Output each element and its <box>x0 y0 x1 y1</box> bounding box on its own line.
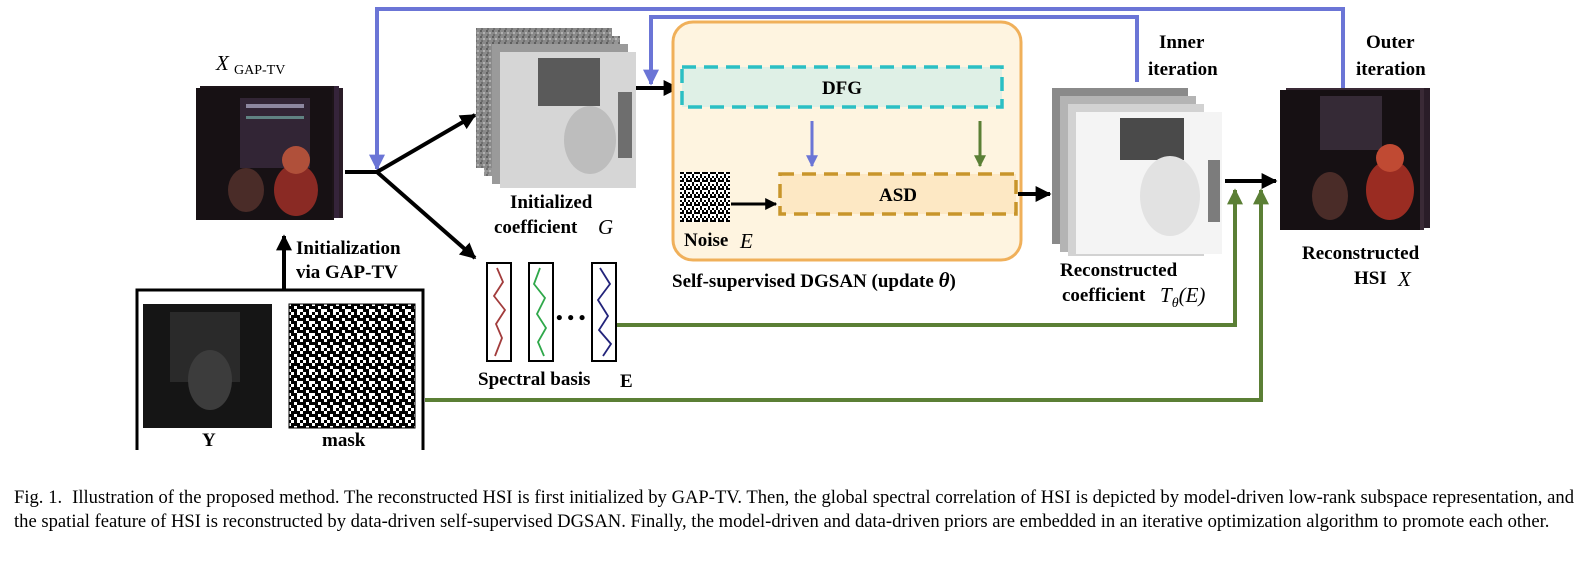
coefficient-label-line2: coefficient <box>494 217 578 238</box>
hsi-label-line1: Reconstructed <box>1302 243 1420 264</box>
init-label-line1: Initialization <box>296 238 401 259</box>
method-diagram: X GAP-TV Initialization via GAP-TV Y mas… <box>135 7 1430 450</box>
coefficient-label-line1: Initialized <box>510 192 593 213</box>
reconstructed-coefficient-stack <box>1052 88 1222 256</box>
figure-caption: Fig. 1.Illustration of the proposed meth… <box>14 486 1574 534</box>
asd-block <box>778 172 1018 216</box>
caption-text: Illustration of the proposed method. The… <box>14 487 1574 532</box>
dfg-block <box>680 65 1004 109</box>
xgap-subscript: GAP-TV <box>234 63 285 78</box>
spectral-basis <box>486 262 617 362</box>
coefficient-symbol: G <box>598 215 613 239</box>
caption-figure-number: Fig. 1. <box>14 487 63 508</box>
recon-coef-label-line1: Reconstructed <box>1060 260 1178 281</box>
y-label: Y <box>202 430 216 450</box>
basis-to-output-path <box>617 188 1243 327</box>
asd-label: ASD <box>879 185 917 206</box>
inner-iteration-line2: iteration <box>1148 59 1218 80</box>
recon-coef-label-line2: coefficient <box>1062 285 1146 306</box>
init-label-line2: via GAP-TV <box>296 262 398 283</box>
measurement-box <box>135 288 425 450</box>
mask-image <box>288 303 416 429</box>
arrow-to-spectral-basis <box>375 170 477 260</box>
hsi-symbol: X <box>1397 267 1412 291</box>
noise-label: Noise <box>684 230 728 251</box>
recon-coef-symbol: Tθ(E) <box>1160 283 1205 311</box>
dfg-label: DFG <box>822 78 862 99</box>
dgsan-label: Self-supervised DGSAN (update θ) <box>672 268 956 292</box>
mask-label: mask <box>322 430 366 450</box>
spectral-basis-symbol: E <box>620 371 633 392</box>
noise-symbol: E <box>739 229 753 253</box>
inner-iteration-line1: Inner <box>1159 32 1205 53</box>
spectral-basis-label: Spectral basis <box>478 369 590 390</box>
noise-image <box>680 172 730 222</box>
xgap-symbol: X <box>215 51 230 75</box>
xgap-cube <box>196 86 343 220</box>
measurement-to-output-path <box>425 188 1269 402</box>
hsi-label-line2: HSI <box>1354 268 1387 289</box>
dgsan-module <box>671 20 1023 262</box>
reconstructed-hsi-cube <box>1280 88 1430 230</box>
spectral-basis-dots: • • • <box>556 308 585 329</box>
outer-iteration-loop <box>369 7 1345 171</box>
outer-iteration-line2: iteration <box>1356 59 1426 80</box>
outer-iteration-line1: Outer <box>1366 32 1415 53</box>
inner-iteration-loop <box>643 15 1139 86</box>
initialized-coefficient-stack <box>476 28 636 188</box>
arrow-to-coefficient <box>375 113 477 174</box>
